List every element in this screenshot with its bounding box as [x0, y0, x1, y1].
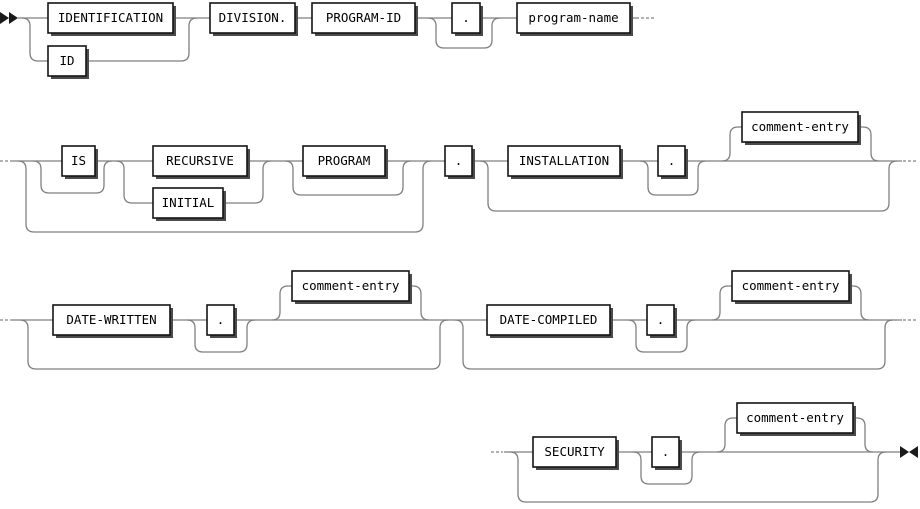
node-program-id-label: PROGRAM-ID: [326, 10, 401, 25]
node-box: [152, 145, 248, 177]
node-box: [302, 145, 386, 177]
continuation-markers: [0, 17, 917, 453]
diagram-start-marker-icon: [0, 12, 18, 24]
node-is: IS: [61, 145, 98, 179]
node-box: [651, 436, 680, 468]
node-period-label: .: [657, 312, 665, 327]
node-box: [736, 402, 854, 434]
node-identification: IDENTIFICATION: [47, 2, 176, 36]
node-program: PROGRAM: [302, 145, 388, 179]
node-period-label: .: [662, 444, 670, 459]
node-period-label: .: [462, 10, 470, 25]
node-division-label: DIVISION.: [219, 10, 287, 25]
node-id-label: ID: [59, 53, 74, 68]
node-security-label: SECURITY: [544, 444, 605, 459]
node-box: [486, 304, 611, 336]
node-id: ID: [47, 45, 89, 79]
node-initial-label: INITIAL: [162, 195, 215, 210]
node-box: [657, 145, 686, 177]
node-recursive: RECURSIVE: [152, 145, 250, 179]
node-initial: INITIAL: [152, 187, 226, 221]
node-period-row3a: .: [206, 304, 237, 338]
node-security: SECURITY: [532, 436, 619, 470]
node-box: [61, 145, 96, 177]
node-comment-entry-label: comment-entry: [302, 278, 400, 293]
node-comment-entry-row3b: comment-entry: [731, 270, 852, 304]
node-box: [741, 111, 859, 143]
node-box: [47, 45, 87, 77]
node-period-row2a: .: [444, 145, 475, 179]
node-program-label: PROGRAM: [318, 153, 371, 168]
node-program-name: program-name: [516, 2, 633, 36]
node-box: [444, 145, 473, 177]
node-installation: INSTALLATION: [507, 145, 623, 179]
node-box: [152, 187, 224, 219]
node-box: [516, 2, 631, 34]
rail-lines: [12, 17, 902, 503]
node-period-label: .: [455, 153, 463, 168]
node-is-label: IS: [71, 153, 86, 168]
node-box: [47, 2, 174, 34]
node-box: [206, 304, 235, 336]
node-comment-entry-row2: comment-entry: [741, 111, 861, 145]
node-box: [291, 270, 410, 302]
node-date-compiled-label: DATE-COMPILED: [500, 312, 598, 327]
node-recursive-label: RECURSIVE: [166, 153, 234, 168]
node-box: [451, 2, 481, 34]
node-date-written-label: DATE-WRITTEN: [66, 312, 156, 327]
node-comment-entry-label: comment-entry: [742, 278, 840, 293]
node-box: [52, 304, 171, 336]
node-period-label: .: [217, 312, 225, 327]
node-installation-label: INSTALLATION: [519, 153, 609, 168]
node-period-row1: .: [451, 2, 483, 36]
node-box: [507, 145, 621, 177]
node-date-compiled: DATE-COMPILED: [486, 304, 613, 338]
node-program-name-label: program-name: [528, 10, 618, 25]
node-box: [209, 2, 296, 34]
node-comment-entry-label: comment-entry: [746, 410, 844, 425]
node-identification-label: IDENTIFICATION: [58, 10, 163, 25]
node-program-id: PROGRAM-ID: [311, 2, 418, 36]
node-comment-entry-row3a: comment-entry: [291, 270, 412, 304]
diagram-end-marker-icon: [900, 446, 918, 458]
node-comment-entry-label: comment-entry: [751, 119, 849, 134]
node-date-written: DATE-WRITTEN: [52, 304, 173, 338]
node-box: [311, 2, 416, 34]
node-division: DIVISION.: [209, 2, 298, 36]
node-comment-entry-row4: comment-entry: [736, 402, 856, 436]
node-box: [532, 436, 617, 468]
node-period-row4: .: [651, 436, 682, 470]
node-box: [731, 270, 850, 302]
node-period-row3b: .: [646, 304, 677, 338]
node-period-row2b: .: [657, 145, 688, 179]
node-box: [646, 304, 675, 336]
node-period-label: .: [668, 153, 676, 168]
